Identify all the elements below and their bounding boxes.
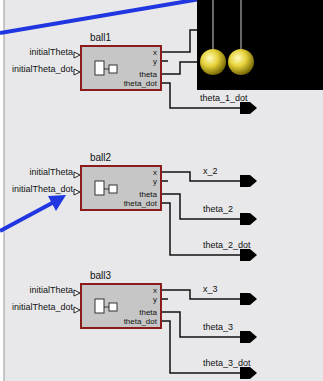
output-port-name: x xyxy=(153,49,157,57)
output-port-name: theta_dot xyxy=(124,318,157,326)
icon-square xyxy=(109,303,117,311)
block-icon xyxy=(94,298,118,314)
port-label: x_2 xyxy=(203,167,218,176)
signal-wire xyxy=(162,312,242,337)
signal-wire xyxy=(162,172,242,181)
signal-wire xyxy=(162,194,242,219)
icon-square xyxy=(95,61,104,75)
icon-line xyxy=(104,307,109,308)
output-port xyxy=(240,331,257,343)
animation-screenshot xyxy=(197,0,323,90)
pendulum-ball xyxy=(228,49,254,75)
block-icon xyxy=(94,60,118,76)
input-label: initialTheta_dot xyxy=(12,65,73,74)
output-port xyxy=(240,102,257,114)
block-name: ball3 xyxy=(90,271,111,281)
input-label: initialTheta_dot xyxy=(12,185,73,194)
output-port-name: x xyxy=(153,169,157,177)
subsystem-block: ball2xythetatheta_dot xyxy=(80,165,162,211)
input-label: initialTheta xyxy=(29,48,73,57)
signal-wire xyxy=(162,180,168,182)
icon-line xyxy=(104,189,109,190)
port-label: theta_1_dot xyxy=(200,94,248,103)
output-port-name: x xyxy=(153,287,157,295)
port-label: theta_2 xyxy=(203,205,233,214)
pendulum-ball xyxy=(200,49,226,75)
icon-square xyxy=(95,299,104,313)
input-label: initialTheta xyxy=(29,286,73,295)
port-label: theta_3 xyxy=(203,323,233,332)
block-name: ball1 xyxy=(90,33,111,43)
output-port xyxy=(240,293,257,305)
subsystem-block: ball3xythetatheta_dot xyxy=(80,283,162,329)
output-port-name: y xyxy=(153,178,157,186)
port-label: theta_3_dot xyxy=(203,359,251,368)
output-port xyxy=(240,249,257,261)
icon-square xyxy=(95,181,104,195)
pointer-arrow xyxy=(0,0,206,33)
icon-square xyxy=(109,185,117,193)
input-label: initialTheta_dot xyxy=(12,303,73,312)
signal-wire xyxy=(162,298,168,300)
signal-wire xyxy=(162,290,242,299)
port-label: theta_2_dot xyxy=(203,241,251,250)
block-icon xyxy=(94,180,118,196)
icon-square xyxy=(109,65,117,73)
icon-line xyxy=(104,69,109,70)
output-port xyxy=(240,367,257,379)
output-port-name: y xyxy=(153,58,157,66)
canvas-panel xyxy=(4,0,323,381)
block-name: ball2 xyxy=(90,153,111,163)
port-label: x_3 xyxy=(203,285,218,294)
output-port-name: theta xyxy=(139,309,157,317)
subsystem-block: ball1xythetatheta_dot xyxy=(80,45,162,91)
output-port xyxy=(240,213,257,225)
output-port-name: theta_dot xyxy=(124,200,157,208)
signal-wire xyxy=(162,60,168,62)
output-port-name: theta xyxy=(139,71,157,79)
output-port xyxy=(240,175,257,187)
pointer-arrowhead xyxy=(48,195,66,211)
output-port-name: theta xyxy=(139,191,157,199)
input-label: initialTheta xyxy=(29,168,73,177)
pointer-arrow xyxy=(0,202,54,231)
output-port-name: theta_dot xyxy=(124,80,157,88)
output-port-name: y xyxy=(153,296,157,304)
